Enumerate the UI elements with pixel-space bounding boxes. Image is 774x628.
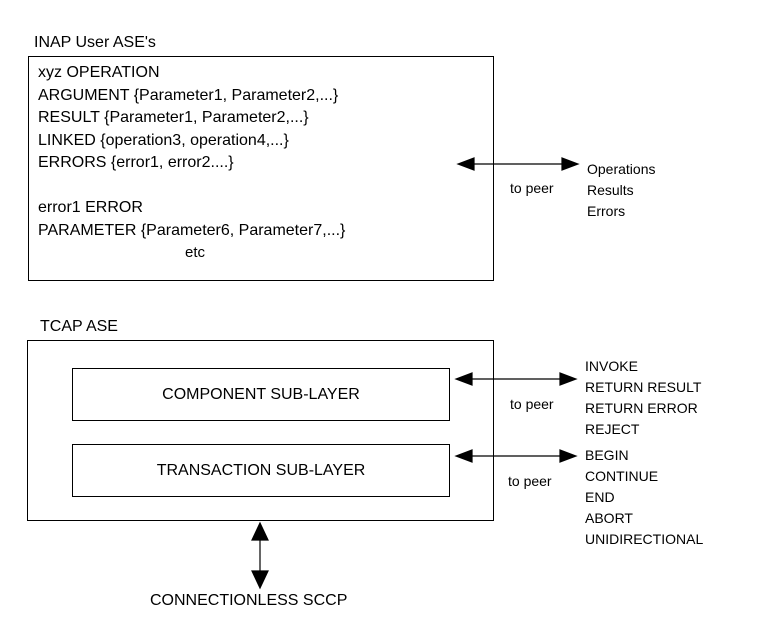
transaction-sublayer-box: TRANSACTION SUB-LAYER (72, 444, 450, 497)
inap-message: Results (587, 182, 634, 198)
sccp-label: CONNECTIONLESS SCCP (150, 592, 348, 609)
inap-definition-text: xyz OPERATION ARGUMENT {Parameter1, Para… (38, 62, 345, 242)
tcap-title: TCAP ASE (40, 318, 118, 335)
component-messages: INVOKE RETURN RESULT RETURN ERROR REJECT (585, 356, 701, 440)
inap-line: ARGUMENT {Parameter1, Parameter2,...} (38, 86, 339, 104)
transaction-sublayer-label: TRANSACTION SUB-LAYER (156, 461, 366, 479)
inap-line: RESULT {Parameter1, Parameter2,...} (38, 109, 309, 126)
inap-messages: Operations Results Errors (587, 159, 655, 222)
transaction-peer-label: to peer (508, 473, 552, 489)
transaction-message: UNIDIRECTIONAL (585, 531, 704, 547)
inap-etc: etc (185, 244, 206, 261)
component-message: RETURN RESULT (585, 379, 702, 395)
component-sublayer-label: COMPONENT SUB-LAYER (162, 385, 360, 403)
transaction-message: BEGIN (585, 447, 629, 463)
inap-line: error1 ERROR (38, 199, 143, 216)
inap-message: Operations (587, 161, 656, 177)
inap-title: INAP User ASE's (34, 34, 156, 51)
inap-message: Errors (587, 203, 626, 219)
component-peer-label: to peer (510, 396, 554, 412)
inap-line: ERRORS {error1, error2....} (38, 154, 234, 171)
component-message: INVOKE (585, 358, 638, 374)
transaction-message: CONTINUE (585, 468, 659, 484)
component-message: RETURN ERROR (585, 400, 698, 416)
inap-peer-label: to peer (510, 180, 554, 196)
inap-line: PARAMETER {Parameter6, Parameter7,...} (38, 221, 346, 239)
transaction-peer-arrow (454, 449, 578, 463)
component-sublayer-box: COMPONENT SUB-LAYER (72, 368, 450, 421)
inap-peer-arrow (456, 157, 580, 171)
transaction-messages: BEGIN CONTINUE END ABORT UNIDIRECTIONAL (585, 445, 703, 550)
transaction-message: ABORT (585, 510, 633, 526)
inap-line: xyz OPERATION (38, 64, 160, 81)
inap-line: LINKED {operation3, operation4,...} (38, 131, 289, 149)
component-message: REJECT (585, 421, 640, 437)
inap-box: xyz OPERATION ARGUMENT {Parameter1, Para… (28, 56, 494, 281)
component-peer-arrow (454, 372, 578, 386)
tcap-box: COMPONENT SUB-LAYER TRANSACTION SUB-LAYE… (27, 340, 494, 521)
sccp-vertical-arrow (251, 521, 269, 590)
transaction-message: END (585, 489, 615, 505)
